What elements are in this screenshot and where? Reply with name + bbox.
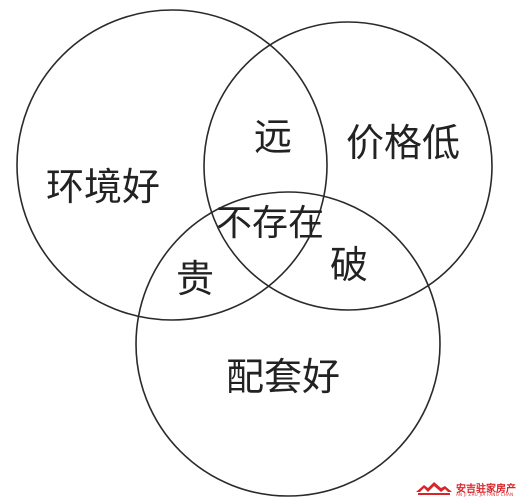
watermark-subtext: AN JI ZHU JIA FANG CHAN (456, 492, 514, 497)
watermark: 安吉驻家房产 AN JI ZHU JIA FANG CHAN (414, 476, 520, 500)
label-environment-price: 远 (254, 115, 293, 159)
label-environment-amenities: 贵 (176, 257, 215, 301)
label-amenities: 配套好 (226, 355, 341, 399)
watermark-text: 安吉驻家房产 (456, 484, 516, 495)
circle-price (203, 21, 493, 311)
label-environment: 环境好 (46, 165, 161, 209)
house-logo-icon (416, 482, 452, 495)
label-price: 价格低 (346, 121, 461, 165)
label-all-three: 不存在 (216, 203, 325, 244)
circle-amenities (135, 191, 441, 497)
label-price-amenities: 破 (330, 243, 369, 287)
circle-environment (16, 9, 328, 321)
